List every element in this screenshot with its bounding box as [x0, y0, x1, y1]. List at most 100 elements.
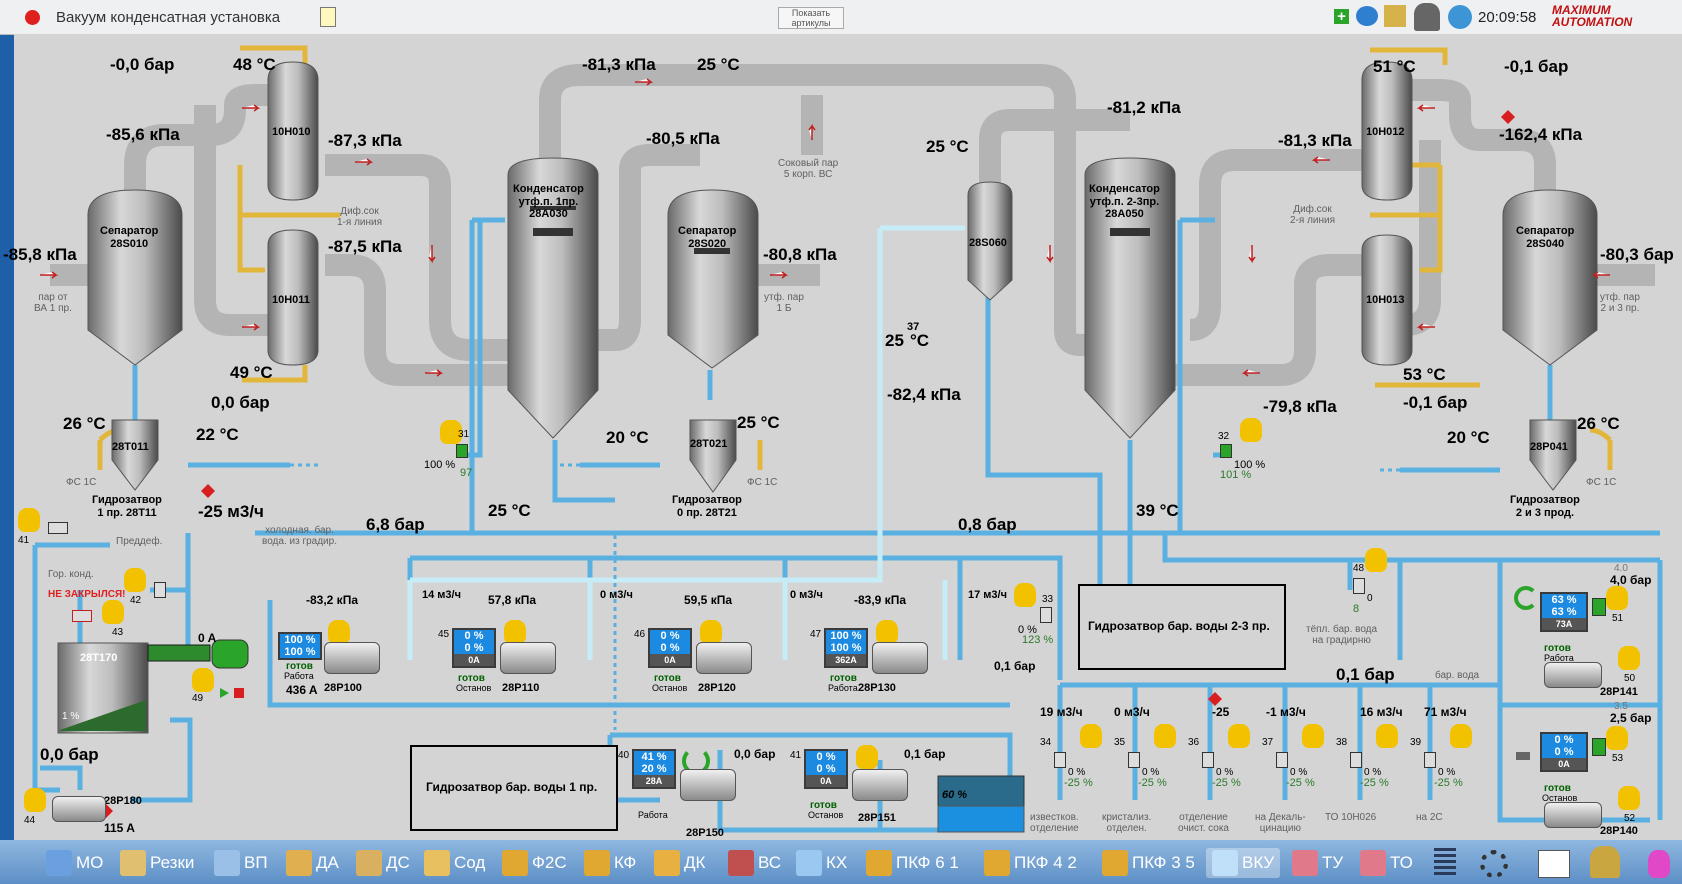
valve-33-body[interactable] [1040, 607, 1052, 623]
valve-51-body[interactable] [1592, 598, 1606, 616]
hand-icon[interactable] [1080, 724, 1102, 748]
taskbar-item-pkf42[interactable]: ПКФ 4 2 [984, 848, 1077, 878]
taskbar-item-tu[interactable]: ТУ [1292, 848, 1343, 878]
hand-icon[interactable] [1014, 583, 1036, 607]
hand-icon[interactable] [102, 600, 124, 624]
pump-p141[interactable]: 63 % 63 % 73A готов Работа [1514, 586, 1602, 688]
valve-31-body[interactable] [456, 444, 468, 458]
hand-icon[interactable] [1450, 724, 1472, 748]
pump-p130[interactable]: -83,9 кПа 17 м3/ч 47 100 % 100 % 362A го… [810, 590, 1007, 696]
taskbar-item-pkf61[interactable]: ПКФ 6 1 [866, 848, 959, 878]
taskbar-item-ds[interactable]: ДС [356, 848, 410, 878]
pump-p110[interactable]: 57,8 кПа 0 м3/ч 45 0 % 0 % 0A готов Оста… [438, 590, 633, 696]
hand-icon[interactable] [18, 508, 40, 532]
hand-icon[interactable] [192, 668, 214, 692]
user-icon[interactable] [1414, 3, 1440, 31]
valve-33[interactable]: 33 0 % 123 % [1014, 583, 1064, 646]
pump-state: Работа [284, 671, 314, 681]
hand-icon[interactable] [1228, 724, 1250, 748]
hand-icon[interactable] [1302, 724, 1324, 748]
taskbar-item-to[interactable]: ТО [1360, 848, 1413, 878]
taskbar-item-da[interactable]: ДА [286, 848, 339, 878]
hand-icon[interactable] [440, 420, 462, 444]
taskbar-item-f2s[interactable]: Ф2С [502, 848, 567, 878]
valve-51-num: 51 [1612, 613, 1624, 624]
taskbar-item-sod[interactable]: Сод [424, 848, 485, 878]
gear-icon[interactable] [1480, 850, 1508, 878]
hand-icon[interactable] [1606, 586, 1628, 610]
hand-icon[interactable] [1376, 724, 1398, 748]
hand-icon[interactable] [700, 620, 722, 644]
branch-valve-body[interactable] [1276, 752, 1288, 768]
valve-52[interactable]: 52 [1604, 786, 1644, 826]
valve-41[interactable]: 41 [18, 508, 76, 548]
hand-pink-icon[interactable] [1648, 850, 1670, 878]
hand-icon[interactable] [1618, 646, 1640, 670]
pump-pct2: 0 % [816, 763, 836, 775]
clipboard-icon[interactable] [320, 7, 336, 27]
valve-50[interactable]: 50 [1604, 646, 1644, 686]
hand-icon[interactable] [504, 620, 526, 644]
hand-icon[interactable] [1606, 726, 1628, 750]
valve-48-body[interactable] [1353, 578, 1365, 594]
valve-41-body[interactable] [48, 522, 68, 534]
valve-42[interactable]: 42 [120, 568, 170, 608]
pump-pct2: 0 % [464, 642, 484, 654]
hand-icon[interactable] [124, 568, 146, 592]
worker-icon[interactable] [1590, 846, 1620, 878]
stop-icon[interactable] [234, 688, 244, 698]
refresh-icon[interactable] [1514, 586, 1538, 610]
pump-p151[interactable]: 41 0 % 0 % 0A готов Останов [790, 745, 914, 825]
branch-valve-body[interactable] [1424, 752, 1436, 768]
pump-p120[interactable]: 59,5 кПа 0 м3/ч 46 0 % 0 % 0A готов Оста… [634, 590, 823, 696]
chat-icon[interactable] [1356, 6, 1378, 26]
pump-p150[interactable]: 40 41 % 20 % 28A Работа [618, 745, 742, 825]
taskbar-item-rezki[interactable]: Резки [120, 848, 194, 878]
valve-48[interactable]: 48 0 8 [1345, 548, 1395, 618]
play-icon[interactable] [220, 688, 229, 698]
pump-p180-motor[interactable] [52, 796, 106, 822]
branch-valve-body[interactable] [1350, 752, 1362, 768]
valve-42-body[interactable] [154, 582, 166, 598]
taskbar-item-vp[interactable]: ВП [214, 848, 268, 878]
taskbar-item-kf[interactable]: КФ [584, 848, 636, 878]
hand-icon[interactable] [1618, 786, 1640, 810]
taskbar-item-vs[interactable]: ВС [728, 848, 781, 878]
hand-icon[interactable] [856, 745, 878, 769]
branch-valve-body[interactable] [1202, 752, 1214, 768]
branch-valve-body[interactable] [1054, 752, 1066, 768]
network-icon[interactable] [1384, 5, 1406, 27]
pkf42-icon [984, 850, 1010, 876]
valve-32-body[interactable] [1220, 444, 1232, 458]
valve-31[interactable]: 31 100 % 97 [424, 420, 472, 480]
valve-51[interactable]: 51 [1592, 586, 1634, 626]
taskbar-item-vku[interactable]: ВКУ [1206, 848, 1281, 878]
taskbar-item-dk[interactable]: ДК [654, 848, 705, 878]
valve-44[interactable]: 44 [24, 788, 54, 828]
valve-53[interactable]: 53 [1592, 726, 1634, 766]
valve-32[interactable]: 32 100 % 101 % [1216, 418, 1266, 481]
pump-p100[interactable]: -83,2 кПа 14 м3/ч 100 % 100 % готов Рабо… [276, 590, 461, 696]
taskbar-item-pkf35[interactable]: ПКФ 3 5 [1102, 848, 1195, 878]
hand-icon[interactable] [1154, 724, 1176, 748]
valve-53-body[interactable] [1592, 738, 1606, 756]
hand-icon[interactable] [328, 620, 350, 644]
add-icon[interactable]: + [1334, 9, 1349, 24]
taskbar-item-mo[interactable]: МО [46, 848, 103, 878]
valve-43-body[interactable] [72, 610, 92, 622]
chart-icon[interactable] [1538, 850, 1570, 878]
valve-49[interactable]: 49 [192, 668, 248, 708]
telegram-icon[interactable] [1448, 5, 1472, 29]
scrollbar-icon[interactable] [1434, 848, 1456, 878]
hand-icon[interactable] [1365, 548, 1387, 572]
taskbar-item-kh[interactable]: КХ [796, 848, 847, 878]
valve-43[interactable]: 43 [72, 600, 128, 640]
hand-icon[interactable] [24, 788, 46, 812]
close-dot-icon[interactable] [25, 10, 40, 25]
hand-icon[interactable] [876, 620, 898, 644]
show-articles-button[interactable]: Показать артикулы [778, 7, 844, 29]
pump-p140[interactable]: 0 % 0 % 0A готов Останов [1514, 726, 1602, 828]
branch-valve-body[interactable] [1128, 752, 1140, 768]
mo-icon [46, 850, 72, 876]
hand-icon[interactable] [1240, 418, 1262, 442]
